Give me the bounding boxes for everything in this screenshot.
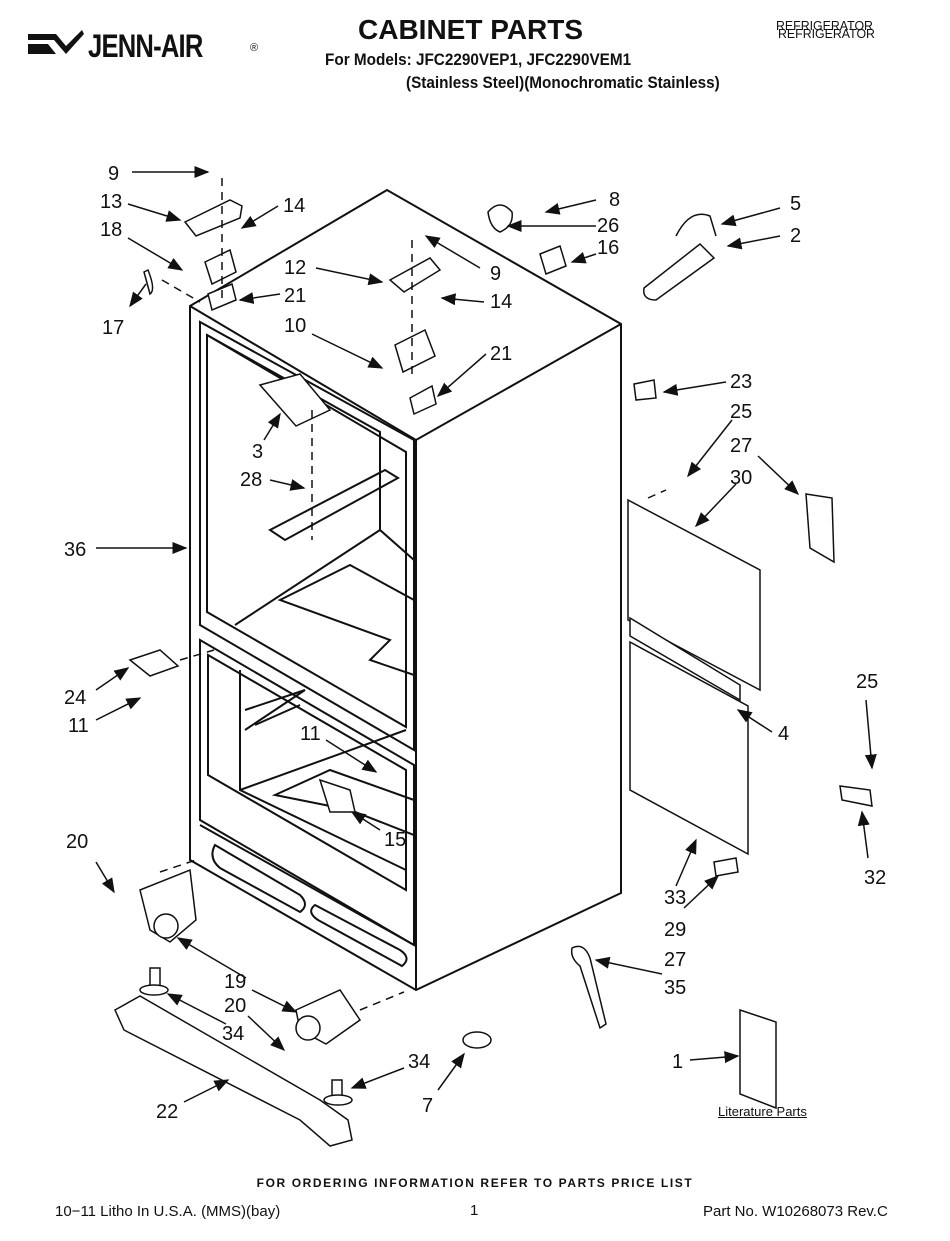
brand-swoosh-icon: [28, 30, 84, 54]
callout-21: 21: [284, 285, 306, 307]
callout-14-right: 14: [490, 291, 512, 313]
callout-35: 35: [664, 977, 686, 999]
callout-18: 18: [100, 219, 122, 241]
callout-11-inner: 11: [300, 723, 321, 745]
callout-26: 26: [597, 215, 619, 237]
page-title: CABINET PARTS: [358, 14, 584, 45]
ordering-note: FOR ORDERING INFORMATION REFER TO PARTS …: [256, 1176, 694, 1190]
alignment-lines: [159, 178, 667, 1011]
callout-4: 4: [778, 723, 789, 745]
callout-36: 36: [64, 539, 86, 561]
callout-27: 27: [730, 435, 752, 457]
cabinet-body: [189, 188, 622, 992]
callout-2: 2: [790, 225, 801, 247]
hinge-plate-right: [409, 384, 437, 416]
callout-34: 34: [222, 1023, 244, 1045]
brand-name: JENN-AIR: [88, 28, 203, 64]
callout-9: 9: [108, 163, 119, 185]
trim-4: [629, 616, 741, 702]
top-hinge-left: [183, 199, 243, 237]
hardware-parts: [114, 199, 873, 1147]
clip-23: [633, 379, 657, 401]
registered-mark: ®: [250, 42, 259, 54]
bracket-27: [805, 493, 835, 564]
callout-12: 12: [284, 257, 306, 279]
callout-28: 28: [240, 469, 262, 491]
page-number: 1: [470, 1202, 479, 1219]
callout-32: 32: [864, 867, 886, 889]
grille-panel-30: [627, 498, 761, 692]
clip-32: [839, 785, 873, 807]
kickplate-33: [629, 640, 749, 856]
top-hinge-right: [388, 257, 442, 293]
water-tube-2: [643, 242, 716, 301]
callout-11: 11: [68, 715, 89, 737]
callout-leaders: [95, 166, 877, 1103]
hinge-cover-17: [143, 268, 154, 296]
hinge-bracket-right: [394, 328, 436, 374]
callout-1: 1: [672, 1051, 683, 1073]
literature-parts-label: Literature Parts: [718, 1104, 807, 1119]
callout-numbers: 9 13 18 17 14 21 12 9 14 10 21 8 26 16 5…: [64, 163, 886, 1123]
callout-16: 16: [597, 237, 619, 259]
callout-19: 19: [224, 971, 246, 993]
hinge-bracket-left: [204, 248, 237, 286]
callout-3: 3: [252, 441, 263, 463]
connector-16: [539, 244, 567, 276]
callout-15: 15: [384, 829, 406, 851]
callout-29: 29: [664, 919, 686, 941]
clip-29: [713, 857, 739, 877]
water-line-35: [570, 945, 607, 1030]
callout-5: 5: [790, 193, 801, 215]
callout-7: 7: [422, 1095, 433, 1117]
category-label: REFRIGERATOR: [776, 18, 873, 33]
category-label-overprint: REFRIGERATOR: [778, 26, 875, 41]
callout-17: 17: [102, 317, 124, 339]
callout-20: 20: [66, 831, 88, 853]
callout-9-right: 9: [490, 263, 501, 285]
callout-23: 23: [730, 371, 752, 393]
bracket-24: [128, 649, 180, 677]
part-number: Part No. W10268073 Rev.C: [703, 1203, 888, 1220]
jenn-air-logo: JENN-AIR ®: [26, 18, 266, 64]
callout-8: 8: [609, 189, 620, 211]
base-grille-22: [114, 995, 353, 1147]
callout-14: 14: [283, 195, 305, 217]
callout-27-lower: 27: [664, 949, 686, 971]
callout-33: 33: [664, 887, 686, 909]
callout-21-right: 21: [490, 343, 512, 365]
callout-24: 24: [64, 687, 86, 709]
models-line-2: (Stainless Steel)(Monochromatic Stainles…: [406, 73, 720, 92]
callout-34-right: 34: [408, 1051, 430, 1073]
callout-25: 25: [730, 401, 752, 423]
callout-20-lower: 20: [224, 995, 246, 1017]
switch-26: [487, 204, 513, 233]
litho-info: 10−11 Litho In U.S.A. (MMS)(bay): [55, 1203, 281, 1220]
grommet-7: [462, 1031, 492, 1049]
models-line-1: For Models: JFC2290VEP1, JFC2290VEM1: [325, 50, 632, 69]
callout-22: 22: [156, 1101, 178, 1123]
literature-manual-1: [739, 1008, 777, 1110]
callout-10: 10: [284, 315, 306, 337]
callout-30: 30: [730, 467, 752, 489]
callout-25-right: 25: [856, 671, 878, 693]
callout-13: 13: [100, 191, 122, 213]
